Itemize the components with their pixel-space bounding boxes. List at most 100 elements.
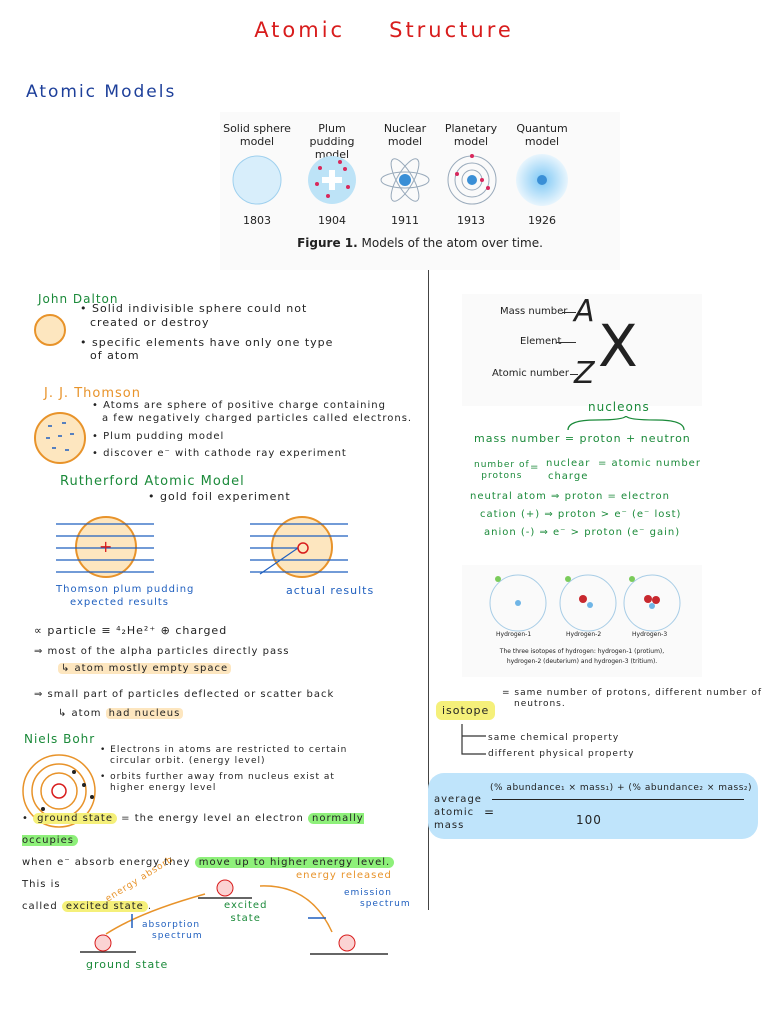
quantum-atom-icon <box>516 154 568 206</box>
isotope-def-2: neutrons. <box>514 699 566 710</box>
ground-text-2b: This is <box>22 879 61 890</box>
model-planetary: Planetary model 1913 <box>436 122 506 227</box>
atomic-models-heading: Atomic Models <box>26 82 177 102</box>
symbol-a: A <box>574 294 595 329</box>
thomson-bullet-2: Plum pudding model <box>92 431 427 444</box>
equals-sign: = <box>530 462 540 473</box>
avg-label-3: mass <box>434 820 465 831</box>
model-year: 1911 <box>391 214 419 227</box>
alpha-plus: ⊕ <box>160 624 171 637</box>
model-year: 1926 <box>528 214 556 227</box>
excited-state-highlight: excited state <box>61 901 148 912</box>
absorption-label-1: absorption <box>142 920 201 930</box>
isotopes-caption-2: hydrogen-2 (deuterium) and hydrogen-3 (t… <box>506 658 658 665</box>
avg-numerator: (% abundance₁ × mass₁) + (% abundance₂ ×… <box>490 783 753 793</box>
bohr-heading: Niels Bohr <box>24 732 96 746</box>
dalton-bullet-1: Solid indivisible sphere could not <box>80 302 420 316</box>
thomson-plum-pudding-icon <box>34 412 86 464</box>
result-2-conclusion: had nucleus <box>105 707 184 719</box>
thomson-notes: Atoms are sphere of positive charge cont… <box>92 400 427 460</box>
avg-label-2: atomic <box>434 807 475 818</box>
symbol-x: X <box>598 312 638 380</box>
rutherford-heading: Rutherford Atomic Model <box>60 474 245 489</box>
hydrogen-2-label: Hydrogen-2 <box>566 631 602 638</box>
ground-state-term: ground state <box>33 813 117 824</box>
model-name: Nuclear <box>383 122 427 135</box>
avg-equals: = <box>484 805 496 819</box>
fraction-bar <box>492 799 744 800</box>
rutherford-results: ⇒ most of the alpha particles directly p… <box>34 646 424 720</box>
isotope-term: isotope <box>436 701 496 720</box>
model-name: Planetary <box>444 122 498 135</box>
hydrogen-isotopes-figure: Hydrogen-1 Hydrogen-2 Hydrogen-3 The thr… <box>462 565 702 677</box>
thomson-bullet-3: discover e⁻ with cathode ray experiment <box>92 448 427 461</box>
mass-number-label: Mass number <box>500 306 568 317</box>
alpha-particle-line: ∝ particle ≡ ⁴₂He²⁺ ⊕ charged <box>34 624 227 638</box>
dalton-notes: Solid indivisible sphere could not creat… <box>80 302 420 363</box>
excited-label-1: excited <box>224 900 268 911</box>
excited-state-label: excited state <box>224 900 267 925</box>
model-nuclear: Nuclear model 1911 <box>370 122 440 227</box>
energy-released-label: energy released <box>296 870 392 881</box>
isotope-term-wrap: isotope <box>436 701 496 720</box>
model-year: 1913 <box>457 214 485 227</box>
atomic-number-line <box>570 374 578 375</box>
nuclear-charge-2: charge <box>547 470 589 482</box>
isotopes-caption: The three isotopes of hydrogen: hydrogen… <box>462 647 702 667</box>
number-of-protons: number of protons <box>474 460 530 483</box>
result-1-conclusion: ↳ atom mostly empty space <box>58 662 232 674</box>
ground-state-paragraph: • ground state = the energy level an ele… <box>22 808 422 918</box>
nucleons-label: nucleons <box>588 400 650 414</box>
alpha-formula: ⁴₂He²⁺ <box>116 624 157 637</box>
ground-text-1: = the energy level an electron <box>121 813 304 824</box>
atom-models-illustrations <box>232 154 568 206</box>
title-word-2: Structure <box>389 18 514 42</box>
bohr-bullet-1-cont: circular orbit. (energy level) <box>110 756 266 767</box>
mass-number-line <box>562 312 576 313</box>
ground-text-2: when e⁻ absorb energy they <box>22 857 191 868</box>
hydrogen-isotopes-illustration <box>489 574 681 632</box>
isotope-def-1: = same number of protons, different numb… <box>502 688 763 698</box>
ground-text-3: called <box>22 901 58 912</box>
same-chemical-property: same chemical property <box>488 733 620 743</box>
different-physical-property: different physical property <box>488 749 635 759</box>
dalton-sphere-icon <box>34 314 66 346</box>
isotope-definition: = same number of protons, different numb… <box>502 688 766 711</box>
ground-state-label: ground state <box>86 958 169 971</box>
avg-label: average atomic mass <box>434 793 482 832</box>
expected-label-2: expected results <box>70 596 169 608</box>
alpha-prefix: ∝ particle ≡ <box>34 624 112 637</box>
thomson-bullet-1: Atoms are sphere of positive charge cont… <box>92 400 427 413</box>
ion-notes: neutral atom ⇒ proton = electron cation … <box>470 488 681 542</box>
hydrogen-3-label: Hydrogen-3 <box>632 631 668 638</box>
model-name: Quantum <box>516 122 568 135</box>
nuclear-charge: nuclear charge <box>546 458 590 483</box>
emission-label-1: emission <box>344 888 392 898</box>
caption-bold: Figure 1. <box>297 236 358 250</box>
avg-denominator: 100 <box>576 813 602 827</box>
planetary-atom-icon <box>447 154 497 205</box>
element-label: Element <box>520 336 562 347</box>
model-quantum: Quantum model 1926 <box>507 122 577 227</box>
cation-note: cation (+) ⇒ proton > e⁻ (e⁻ lost) <box>480 509 682 520</box>
title-word-1: Atomic <box>254 18 346 42</box>
bohr-bullet-2: orbits further away from nucleus exist a… <box>100 772 420 783</box>
result-2: ⇒ small part of particles deflected or s… <box>34 689 335 700</box>
figure-caption: Figure 1. Models of the atom over time. <box>220 236 620 250</box>
mass-number-equation: mass number = proton + neutron <box>474 432 691 445</box>
isotopes-caption-1: The three isotopes of hydrogen: hydrogen… <box>499 648 665 655</box>
expected-results-label: Thomson plum pudding expected results <box>56 584 194 609</box>
expected-label-1: Thomson plum pudding <box>56 584 195 595</box>
atom-models-figure: Solid sphere model 1803 Plum pudding mod… <box>220 112 620 270</box>
dalton-bullet-2-cont: of atom <box>90 349 140 363</box>
atomic-number-label: Atomic number <box>492 368 569 379</box>
nuclide-notation-figure: Mass number Element Atomic number A X Z <box>462 294 702 406</box>
anion-note: anion (-) ⇒ e⁻ > proton (e⁻ gain) <box>484 527 681 538</box>
model-year: 1803 <box>243 214 271 227</box>
isotope-properties: same chemical property different physica… <box>488 730 635 762</box>
model-solid-sphere: Solid sphere model 1803 <box>222 122 292 227</box>
absorption-label-2: spectrum <box>152 931 203 942</box>
emission-spectrum-label: emission spectrum <box>344 888 411 911</box>
bohr-bullet-2-cont: higher energy level <box>110 782 217 793</box>
num-protons-1: number of <box>474 460 530 470</box>
